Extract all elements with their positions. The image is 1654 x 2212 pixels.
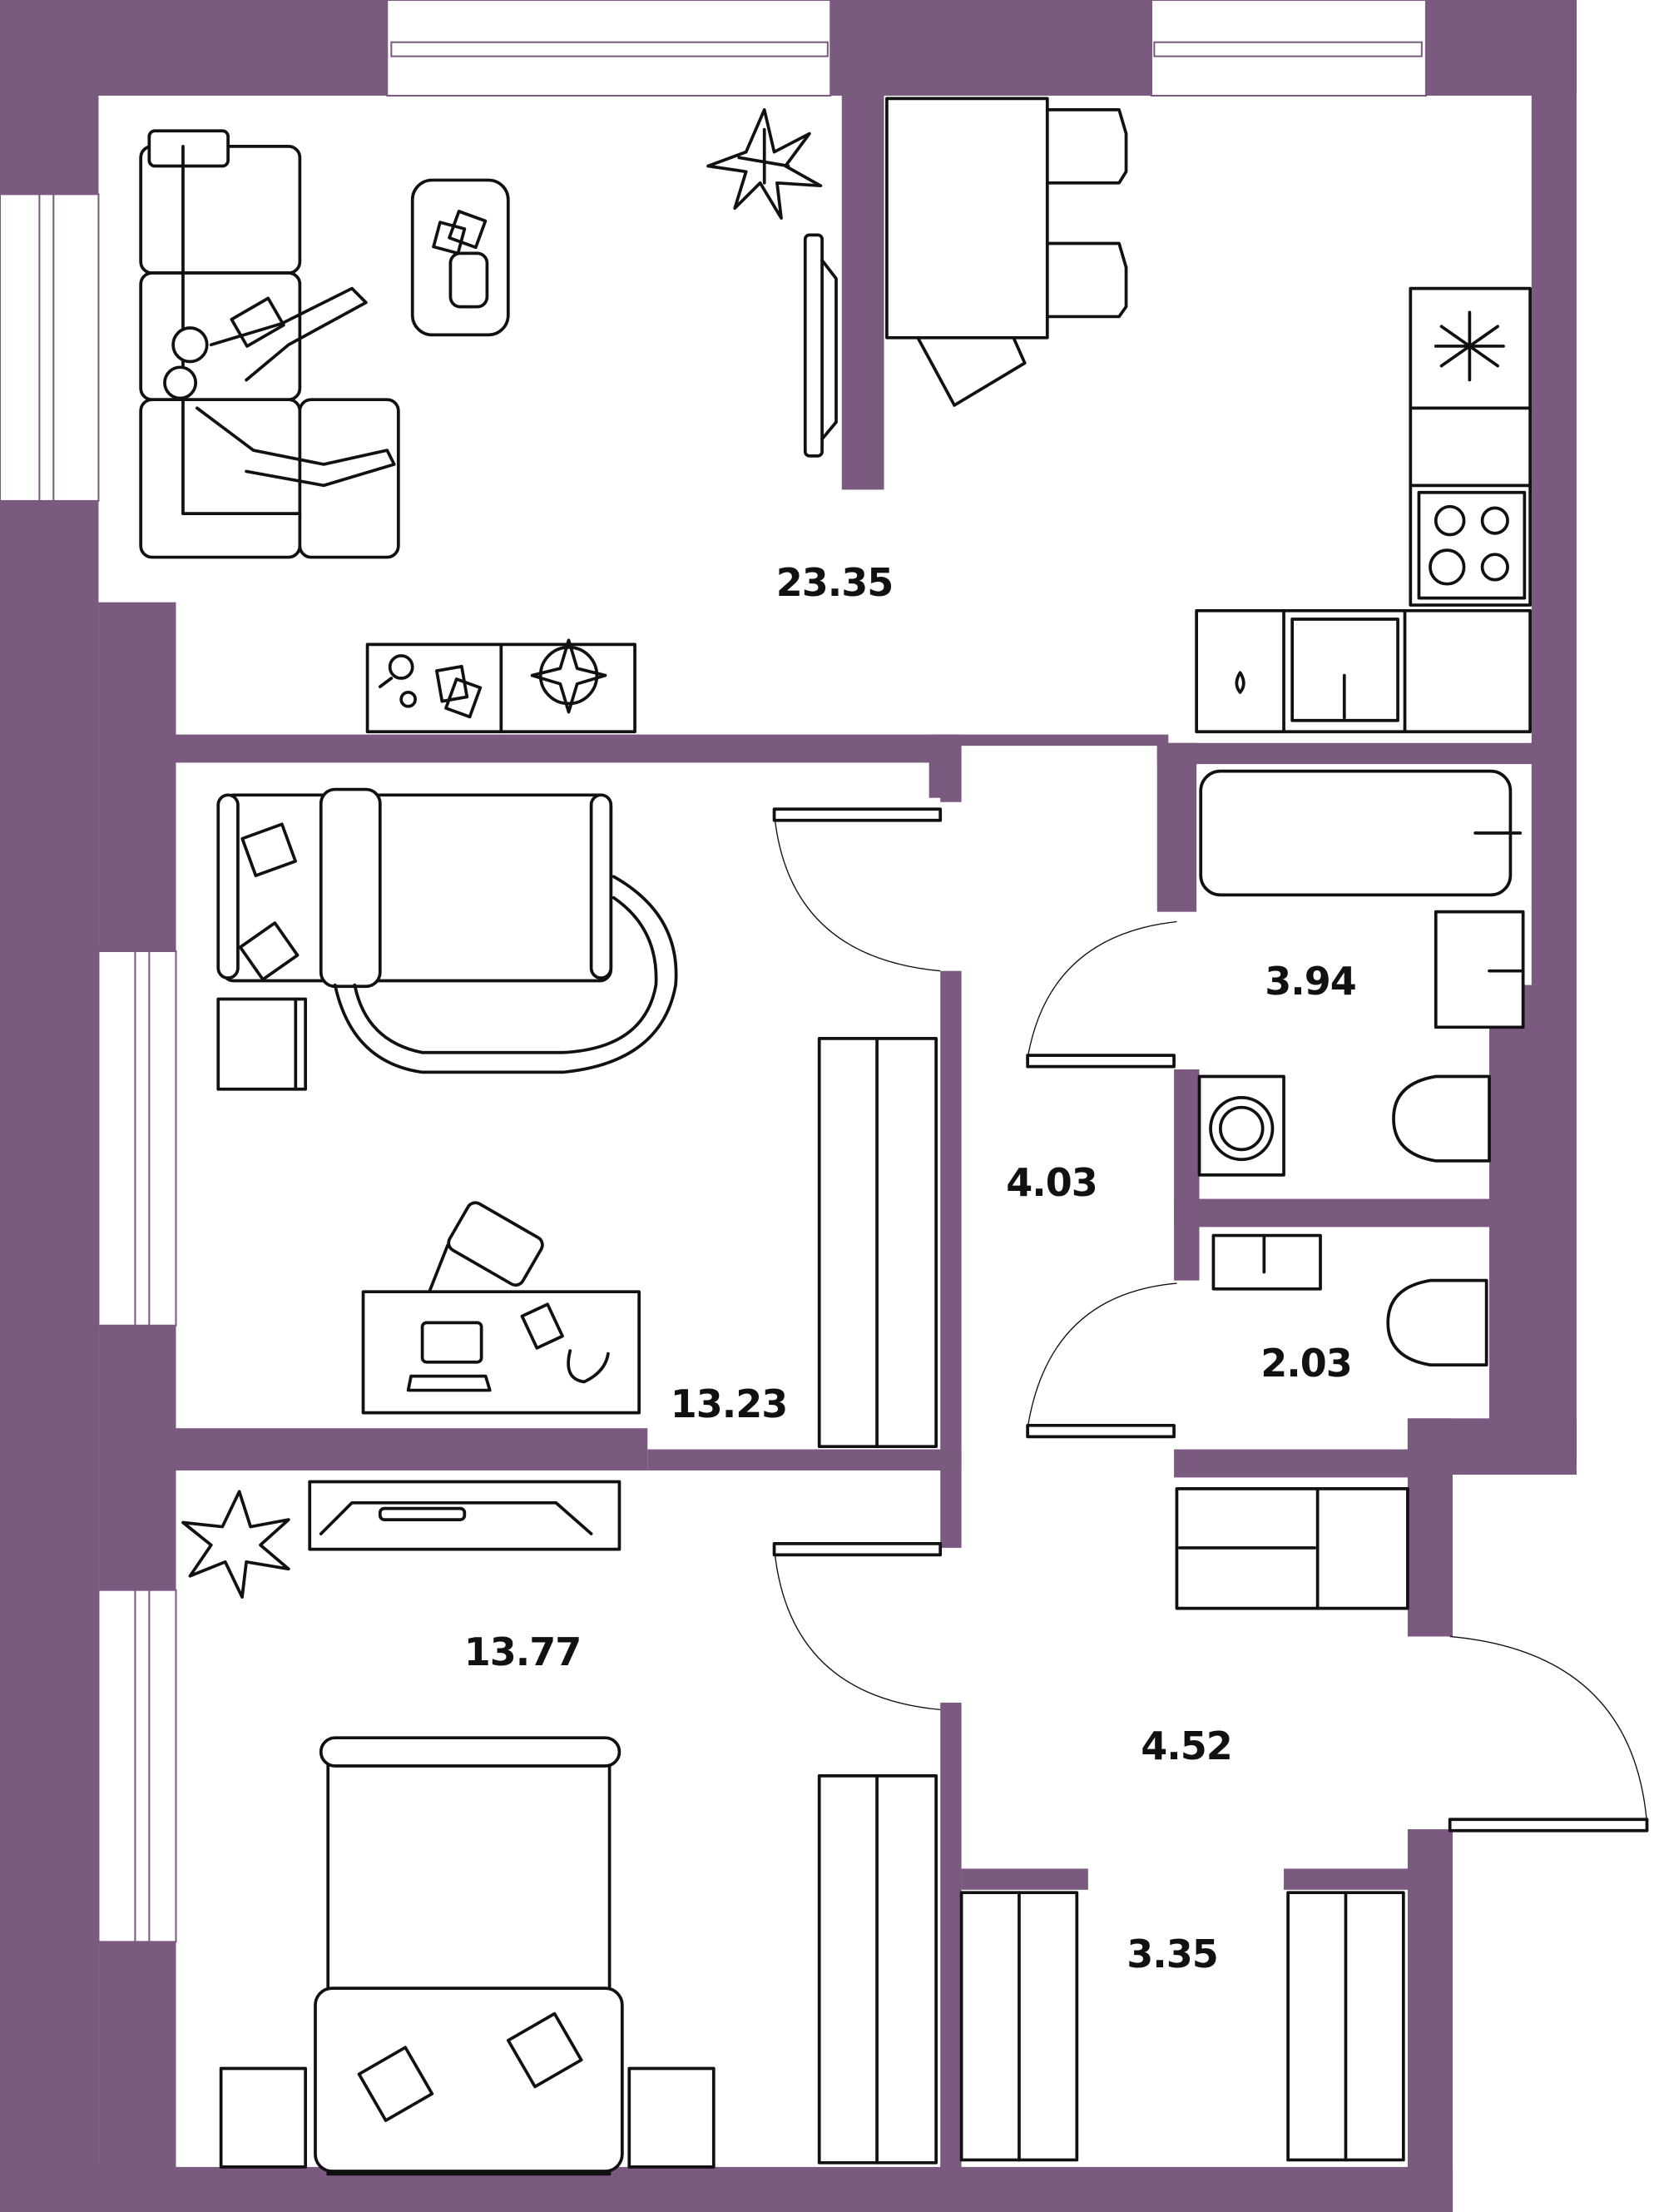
washbasin <box>1434 910 1525 1029</box>
doors <box>772 807 1649 1833</box>
nightstands <box>219 2066 716 2169</box>
area-label-corridor: 4.03 <box>1006 1160 1097 1205</box>
toilet-wc <box>1211 1233 1511 1415</box>
area-label-hall: 4.52 <box>1141 1723 1232 1768</box>
area-label-bathroom: 3.94 <box>1265 959 1356 1004</box>
area-label-wardrobe: 3.35 <box>1127 1932 1218 1976</box>
tv-stand <box>308 1480 621 1551</box>
double-bed <box>314 1736 624 2176</box>
kitchen-counter <box>1195 286 1532 734</box>
sideboard <box>365 638 636 734</box>
sofa <box>139 129 400 559</box>
area-label-bedroom-2: 13.77 <box>463 1629 582 1674</box>
people-on-sofa <box>163 286 396 488</box>
windows <box>0 0 1427 1943</box>
toilet-bath <box>1392 1074 1491 1163</box>
office-chair <box>428 1201 544 1294</box>
tv <box>803 233 838 458</box>
shoe-cabinet <box>1175 1487 1409 1610</box>
plant-icon <box>181 1490 290 1599</box>
desk <box>361 1290 641 1415</box>
wardrobe-bedroom-2 <box>817 1773 938 2165</box>
plant-icon <box>706 108 823 220</box>
dining-table <box>885 97 1128 407</box>
area-label-kitchen-living: 23.35 <box>775 560 894 605</box>
single-bed <box>216 787 613 989</box>
area-label-toilet: 2.03 <box>1260 1341 1352 1386</box>
washing-machine <box>1197 1074 1285 1177</box>
nightstand <box>216 997 308 1091</box>
rug <box>333 875 678 1074</box>
coffee-table <box>410 178 510 337</box>
bathtub <box>1199 769 1523 897</box>
wardrobe-bedroom-1 <box>817 1036 938 1449</box>
area-label-bedroom-1: 13.23 <box>670 1381 789 1426</box>
wardrobe-closet <box>959 1891 1405 2162</box>
